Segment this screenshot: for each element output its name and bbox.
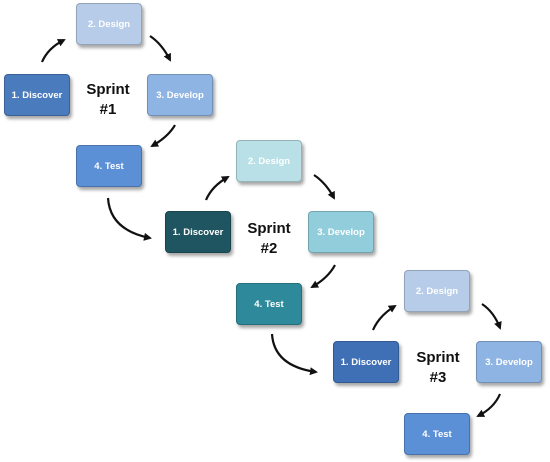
- arrow-design-to-develop-1: [149, 35, 171, 62]
- arrow-test-to-discover-3: [270, 333, 318, 376]
- arrow-design-to-develop-2: [313, 174, 335, 200]
- sprint-2-test-box: 4. Test: [236, 283, 302, 325]
- sprint-1-title-number: #1: [99, 101, 117, 118]
- sprint-2-design-box: 2. Design: [236, 140, 302, 182]
- sprint-2-design-label: 2. Design: [247, 155, 291, 167]
- sprint-3-develop-box: 3. Develop: [476, 341, 542, 383]
- sprint-3-discover-box: 1. Discover: [333, 341, 399, 383]
- sprint-1-test-label: 4. Test: [94, 160, 124, 172]
- sprint-2-discover-label: 1. Discover: [172, 226, 224, 238]
- sprint-1-discover-box: 1. Discover: [4, 74, 70, 116]
- sprint-2-develop-label: 3. Develop: [317, 226, 365, 238]
- sprint-1-develop-label: 3. Develop: [156, 89, 204, 101]
- sprint-2-title-number: #2: [260, 240, 278, 257]
- arrow-discover-to-design-2: [204, 176, 230, 201]
- arrow-discover-to-design-3: [371, 304, 397, 331]
- sprint-2-test-label: 4. Test: [254, 298, 284, 310]
- sprint-3-design-box: 2. Design: [404, 270, 470, 312]
- arrow-develop-to-test-1: [150, 124, 176, 147]
- sprint-1-design-label: 2. Design: [87, 18, 131, 30]
- sprint-1-design-box: 2. Design: [76, 3, 142, 45]
- arrow-design-to-develop-3: [481, 303, 502, 330]
- sprint-2-title-word: Sprint: [247, 220, 291, 237]
- sprint-3-discover-label: 1. Discover: [340, 356, 392, 368]
- sprint-3-design-label: 2. Design: [415, 285, 459, 297]
- sprint-3-test-label: 4. Test: [422, 428, 452, 440]
- sprint-2-develop-box: 3. Develop: [308, 211, 374, 253]
- sprint-1-title: Sprint #1: [73, 80, 143, 120]
- sprint-3-develop-label: 3. Develop: [485, 356, 533, 368]
- arrow-discover-to-design-1: [40, 39, 66, 63]
- sprint-2-title: Sprint #2: [234, 219, 304, 259]
- arrow-develop-to-test-2: [310, 264, 336, 288]
- sprint-1-test-box: 4. Test: [76, 145, 142, 187]
- sprint-3-title-number: #3: [429, 369, 447, 386]
- sprint-3-title: Sprint #3: [403, 348, 473, 388]
- sprint-1-title-word: Sprint: [86, 81, 130, 98]
- sprint-3-test-box: 4. Test: [404, 413, 470, 455]
- sprint-2-discover-box: 1. Discover: [165, 211, 231, 253]
- sprint-3-title-word: Sprint: [416, 349, 460, 366]
- arrow-test-to-discover-2: [106, 197, 152, 241]
- sprint-1-develop-box: 3. Develop: [147, 74, 213, 116]
- sprint-1-discover-label: 1. Discover: [11, 89, 63, 101]
- arrow-develop-to-test-3: [476, 393, 502, 417]
